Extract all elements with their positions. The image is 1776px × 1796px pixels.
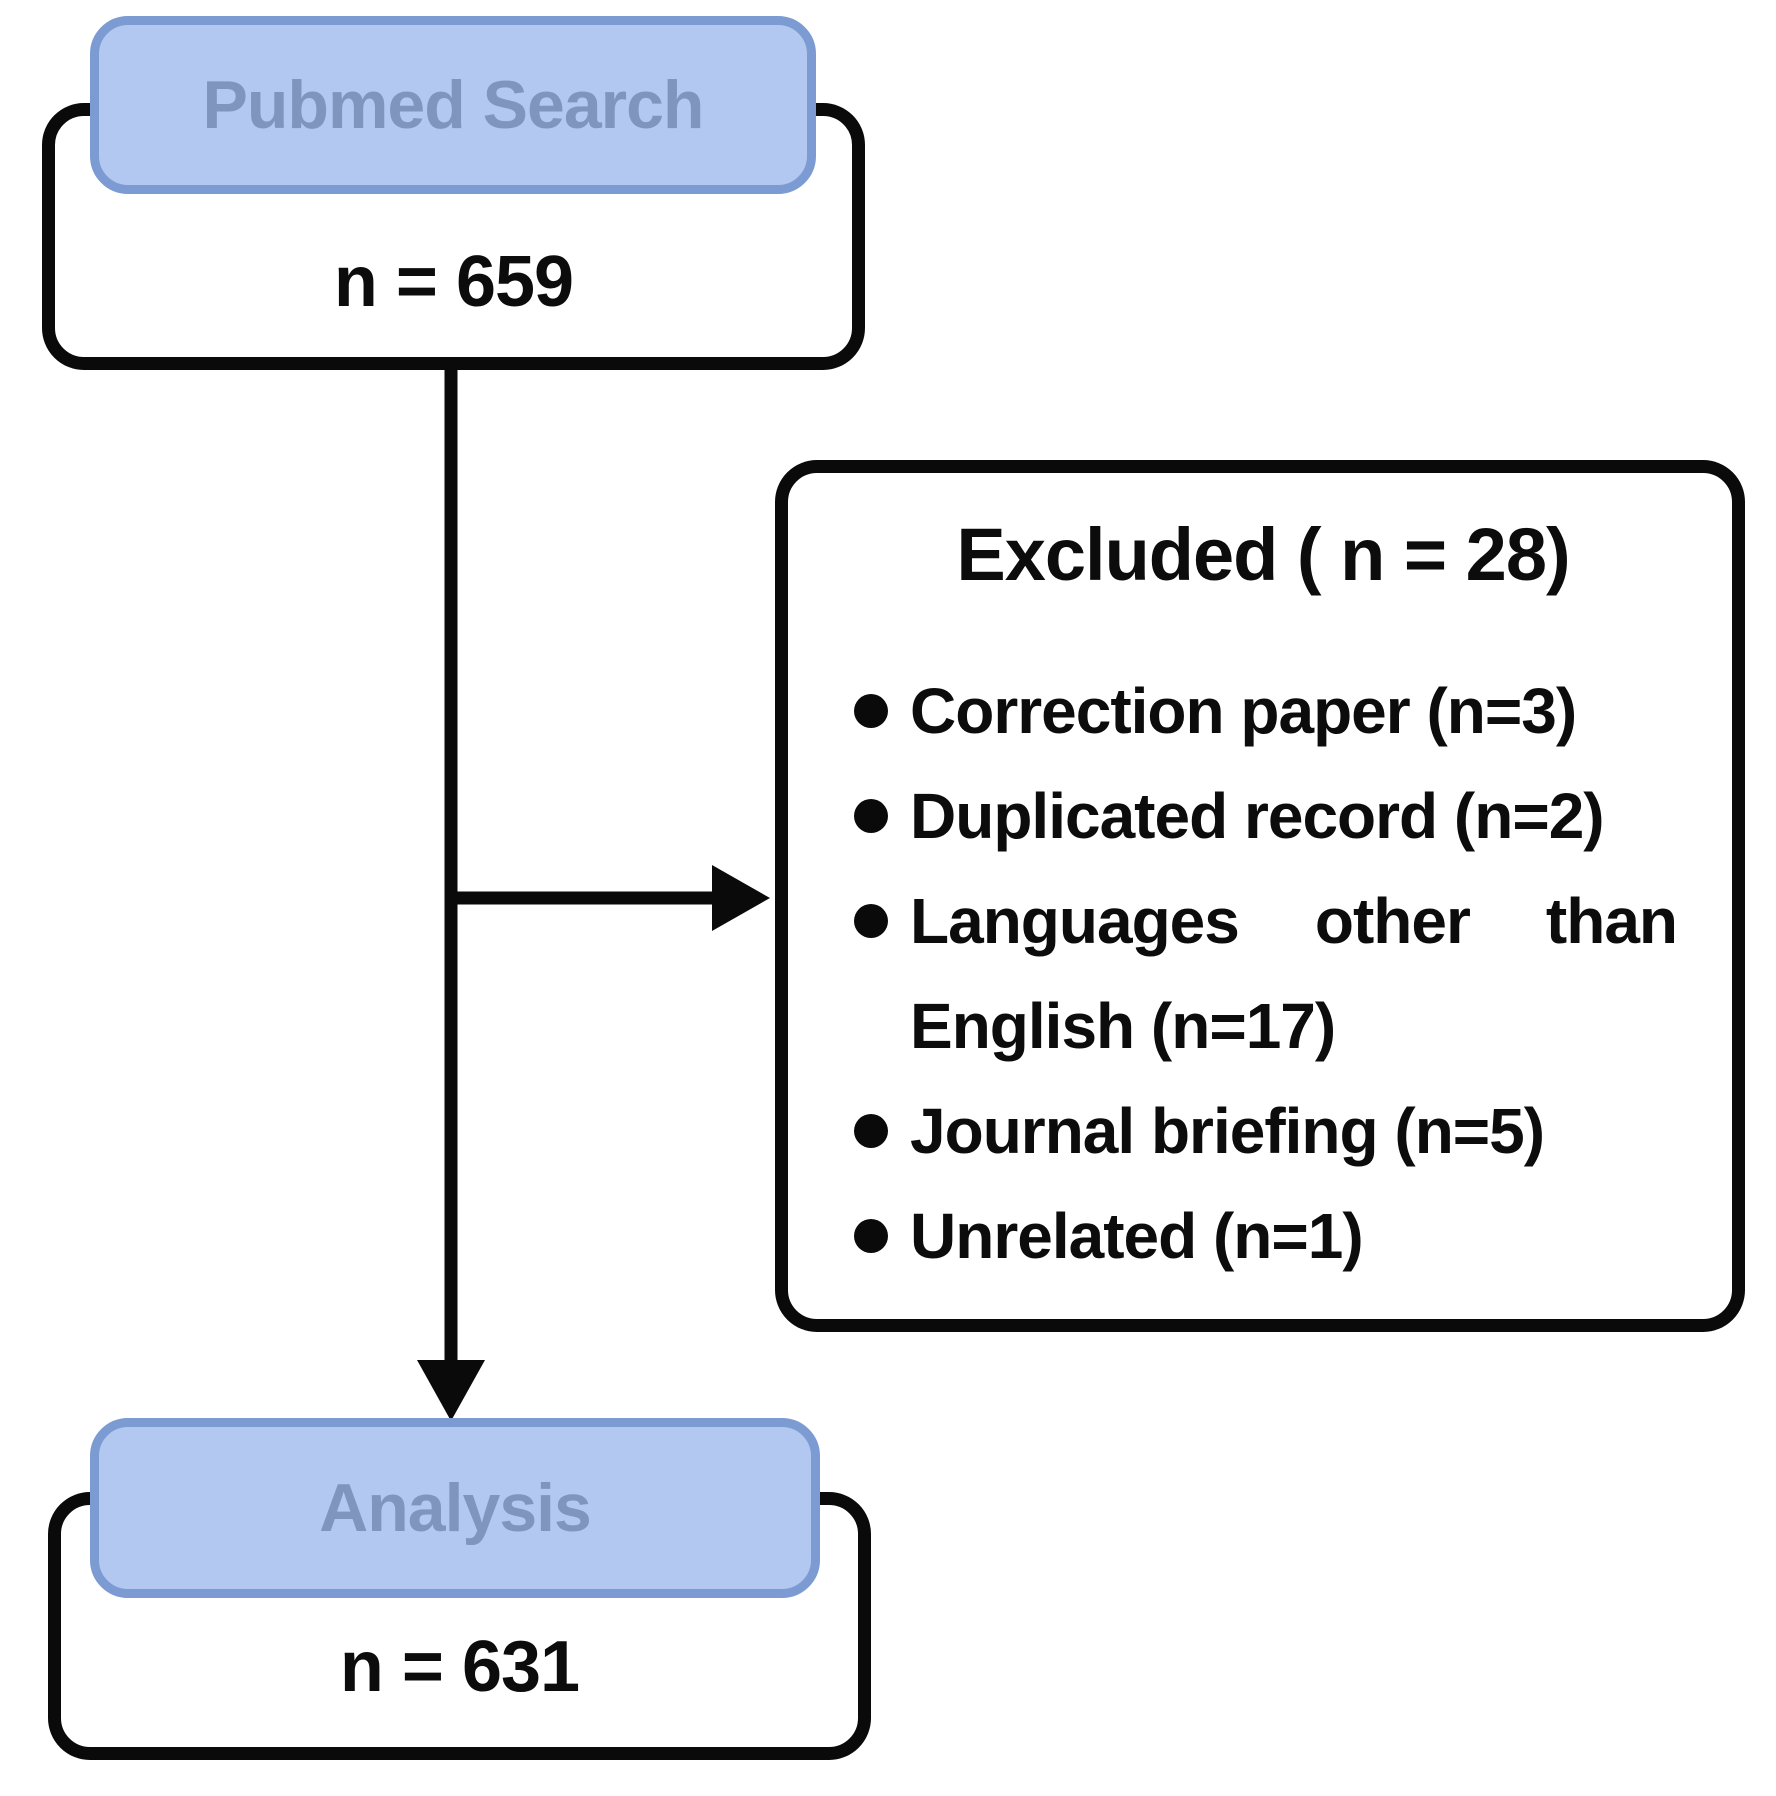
pubmed-count-label: n = 659 (333, 241, 574, 322)
excluded-item-text: Languages other than English (n=17) (910, 869, 1678, 1079)
word: other (1314, 885, 1471, 957)
excluded-item-unrelated: Unrelated (n=1) (849, 1184, 1677, 1289)
excluded-box: Excluded ( n = 28) Correction paper (n=3… (775, 460, 1745, 1332)
excluded-item-text: Duplicated record (n=2) (910, 780, 1605, 852)
excluded-item-duplicated: Duplicated record (n=2) (849, 764, 1677, 869)
excluded-item-languages: Languages other than English (n=17) (849, 869, 1678, 1079)
bullet-icon (854, 1114, 888, 1148)
excluded-item-line1: Languages other than (910, 869, 1678, 974)
analysis-count-label: n = 631 (339, 1627, 580, 1707)
word: than (1545, 885, 1678, 957)
excluded-title: Excluded ( n = 28) (956, 513, 1570, 596)
pubmed-header-label: Pubmed Search (202, 67, 705, 143)
arrow-right-head (712, 865, 770, 931)
analysis-header-label: Analysis (319, 1470, 592, 1546)
excluded-item-text: Correction paper (n=3) (910, 675, 1577, 747)
excluded-item-line2: English (n=17) (910, 990, 1336, 1062)
excluded-item-correction: Correction paper (n=3) (849, 659, 1677, 764)
excluded-item-text: Unrelated (n=1) (910, 1200, 1364, 1272)
pubmed-header-box: Pubmed Search (90, 16, 816, 194)
word: Languages (910, 885, 1240, 957)
bullet-icon (854, 799, 888, 833)
bullet-icon (854, 904, 888, 938)
analysis-header-box: Analysis (90, 1418, 820, 1598)
excluded-item-text: Journal briefing (n=5) (910, 1095, 1545, 1167)
excluded-item-journal: Journal briefing (n=5) (849, 1079, 1677, 1184)
excluded-list: Correction paper (n=3) Duplicated record… (849, 659, 1678, 1289)
bullet-icon (854, 694, 888, 728)
bullet-icon (854, 1219, 888, 1253)
arrow-down-head (417, 1360, 485, 1421)
